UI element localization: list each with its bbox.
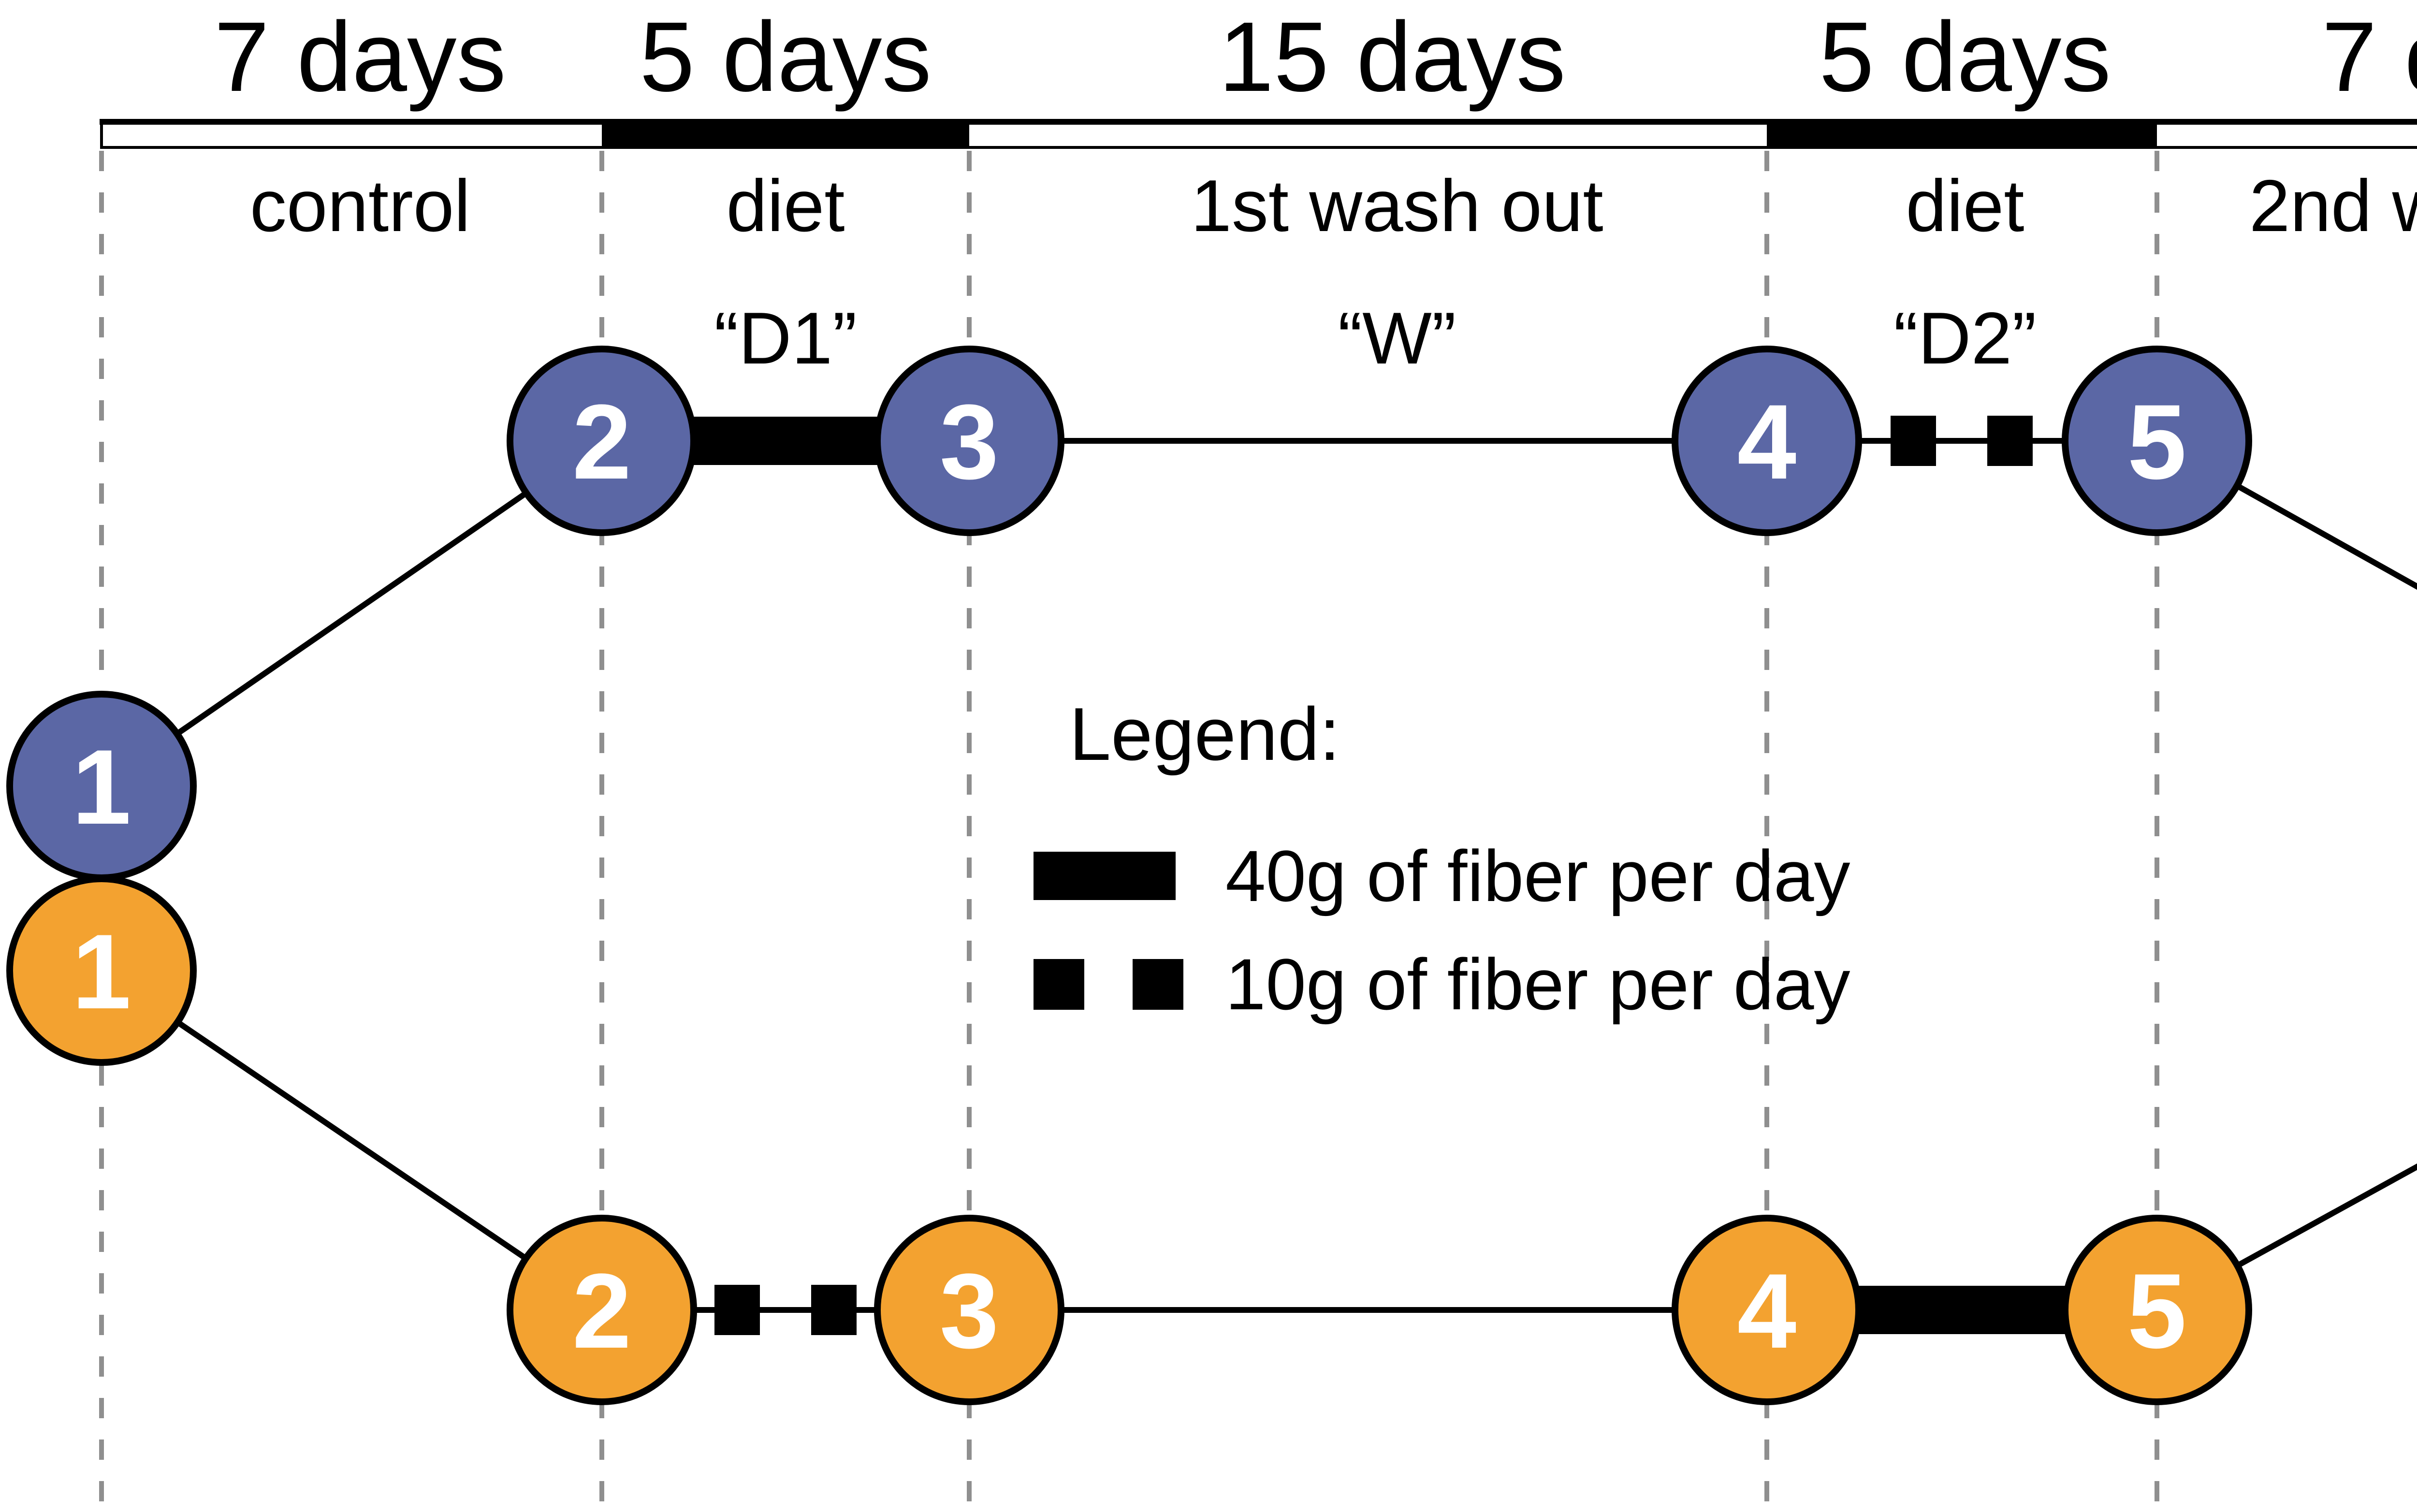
duration-label-control: 7 days xyxy=(214,1,506,112)
bottom-node-5-circle xyxy=(2062,1215,2252,1405)
top-node-4-circle xyxy=(1672,346,1862,536)
legend-40g-label: 40g of fiber per day xyxy=(1225,835,1850,916)
top-edge-4-5-bead-10g-b xyxy=(1987,416,2033,466)
timeline-bar xyxy=(100,119,2417,149)
top-node-5-label: 5 xyxy=(2127,382,2186,501)
legend-10g-label: 10g of fiber per day xyxy=(1225,944,1850,1025)
duration-label-washout1: 15 days xyxy=(1219,1,1566,112)
duration-label-washout2: 7 days xyxy=(2322,1,2417,112)
phase-code-d2: “D2” xyxy=(1893,297,2037,379)
bottom-node-2-label: 2 xyxy=(572,1251,631,1370)
top-node-5-circle xyxy=(2062,346,2252,536)
bottom-node-3-label: 3 xyxy=(940,1251,999,1370)
bottom-node-3-circle xyxy=(874,1215,1064,1405)
bottom-node-4-circle xyxy=(1672,1215,1862,1405)
bottom-node-1-label: 1 xyxy=(72,912,131,1031)
bottom-edge-1-2 xyxy=(100,968,604,1312)
phase-label-control: control xyxy=(250,165,470,247)
phase-label-diet2: diet xyxy=(1906,165,2024,247)
duration-label-diet1: 5 days xyxy=(640,1,932,112)
phase-name-labels: control diet 1st wash out diet 2nd wash … xyxy=(250,165,2417,247)
top-edge-5-6 xyxy=(2155,438,2417,590)
duration-labels: 7 days 5 days 15 days 5 days 7 days xyxy=(214,1,2417,112)
bottom-node-4-label: 4 xyxy=(1737,1251,1796,1370)
top-node-3-circle xyxy=(874,346,1064,536)
bottom-arm-nodes: 1 2 3 4 5 6 xyxy=(6,875,2252,1405)
bottom-edge-5-6 xyxy=(2155,1163,2417,1313)
top-node-1-label: 1 xyxy=(72,727,131,846)
top-edge-4-5-bead-10g-a xyxy=(1891,416,1936,466)
legend-10g-square-swatch-icon-a xyxy=(1034,959,1084,1010)
phase-label-washout1: 1st wash out xyxy=(1191,165,1603,247)
legend: Legend: 40g of fiber per day 10g of fibe… xyxy=(1034,692,1850,1025)
top-arm-nodes: 1 2 3 4 5 6 xyxy=(6,346,2252,881)
top-node-3-label: 3 xyxy=(940,382,999,501)
legend-10g-square-swatch-icon-b xyxy=(1133,959,1183,1010)
bottom-edge-2-3-bead-10g-b xyxy=(811,1285,857,1335)
phase-label-washout2: 2nd wash out xyxy=(2249,165,2417,247)
legend-40g-thick-bar-swatch-icon xyxy=(1034,852,1176,900)
bottom-node-1-circle xyxy=(6,875,197,1066)
phase-code-labels: “D1” “W” “D2” xyxy=(714,297,2037,379)
phase-code-d1: “D1” xyxy=(714,297,857,379)
top-node-2-circle xyxy=(507,346,697,536)
phase-code-w: “W” xyxy=(1338,297,1456,379)
phase-label-diet1: diet xyxy=(726,165,844,247)
bottom-node-5-label: 5 xyxy=(2127,1251,2186,1370)
bottom-node-2-circle xyxy=(507,1215,697,1405)
legend-title: Legend: xyxy=(1069,692,1340,776)
top-node-2-label: 2 xyxy=(572,382,631,501)
top-node-4-label: 4 xyxy=(1737,382,1796,501)
duration-label-diet2: 5 days xyxy=(1819,1,2111,112)
bottom-edge-2-3-bead-10g-a xyxy=(714,1285,760,1335)
top-edge-1-2 xyxy=(100,438,604,788)
